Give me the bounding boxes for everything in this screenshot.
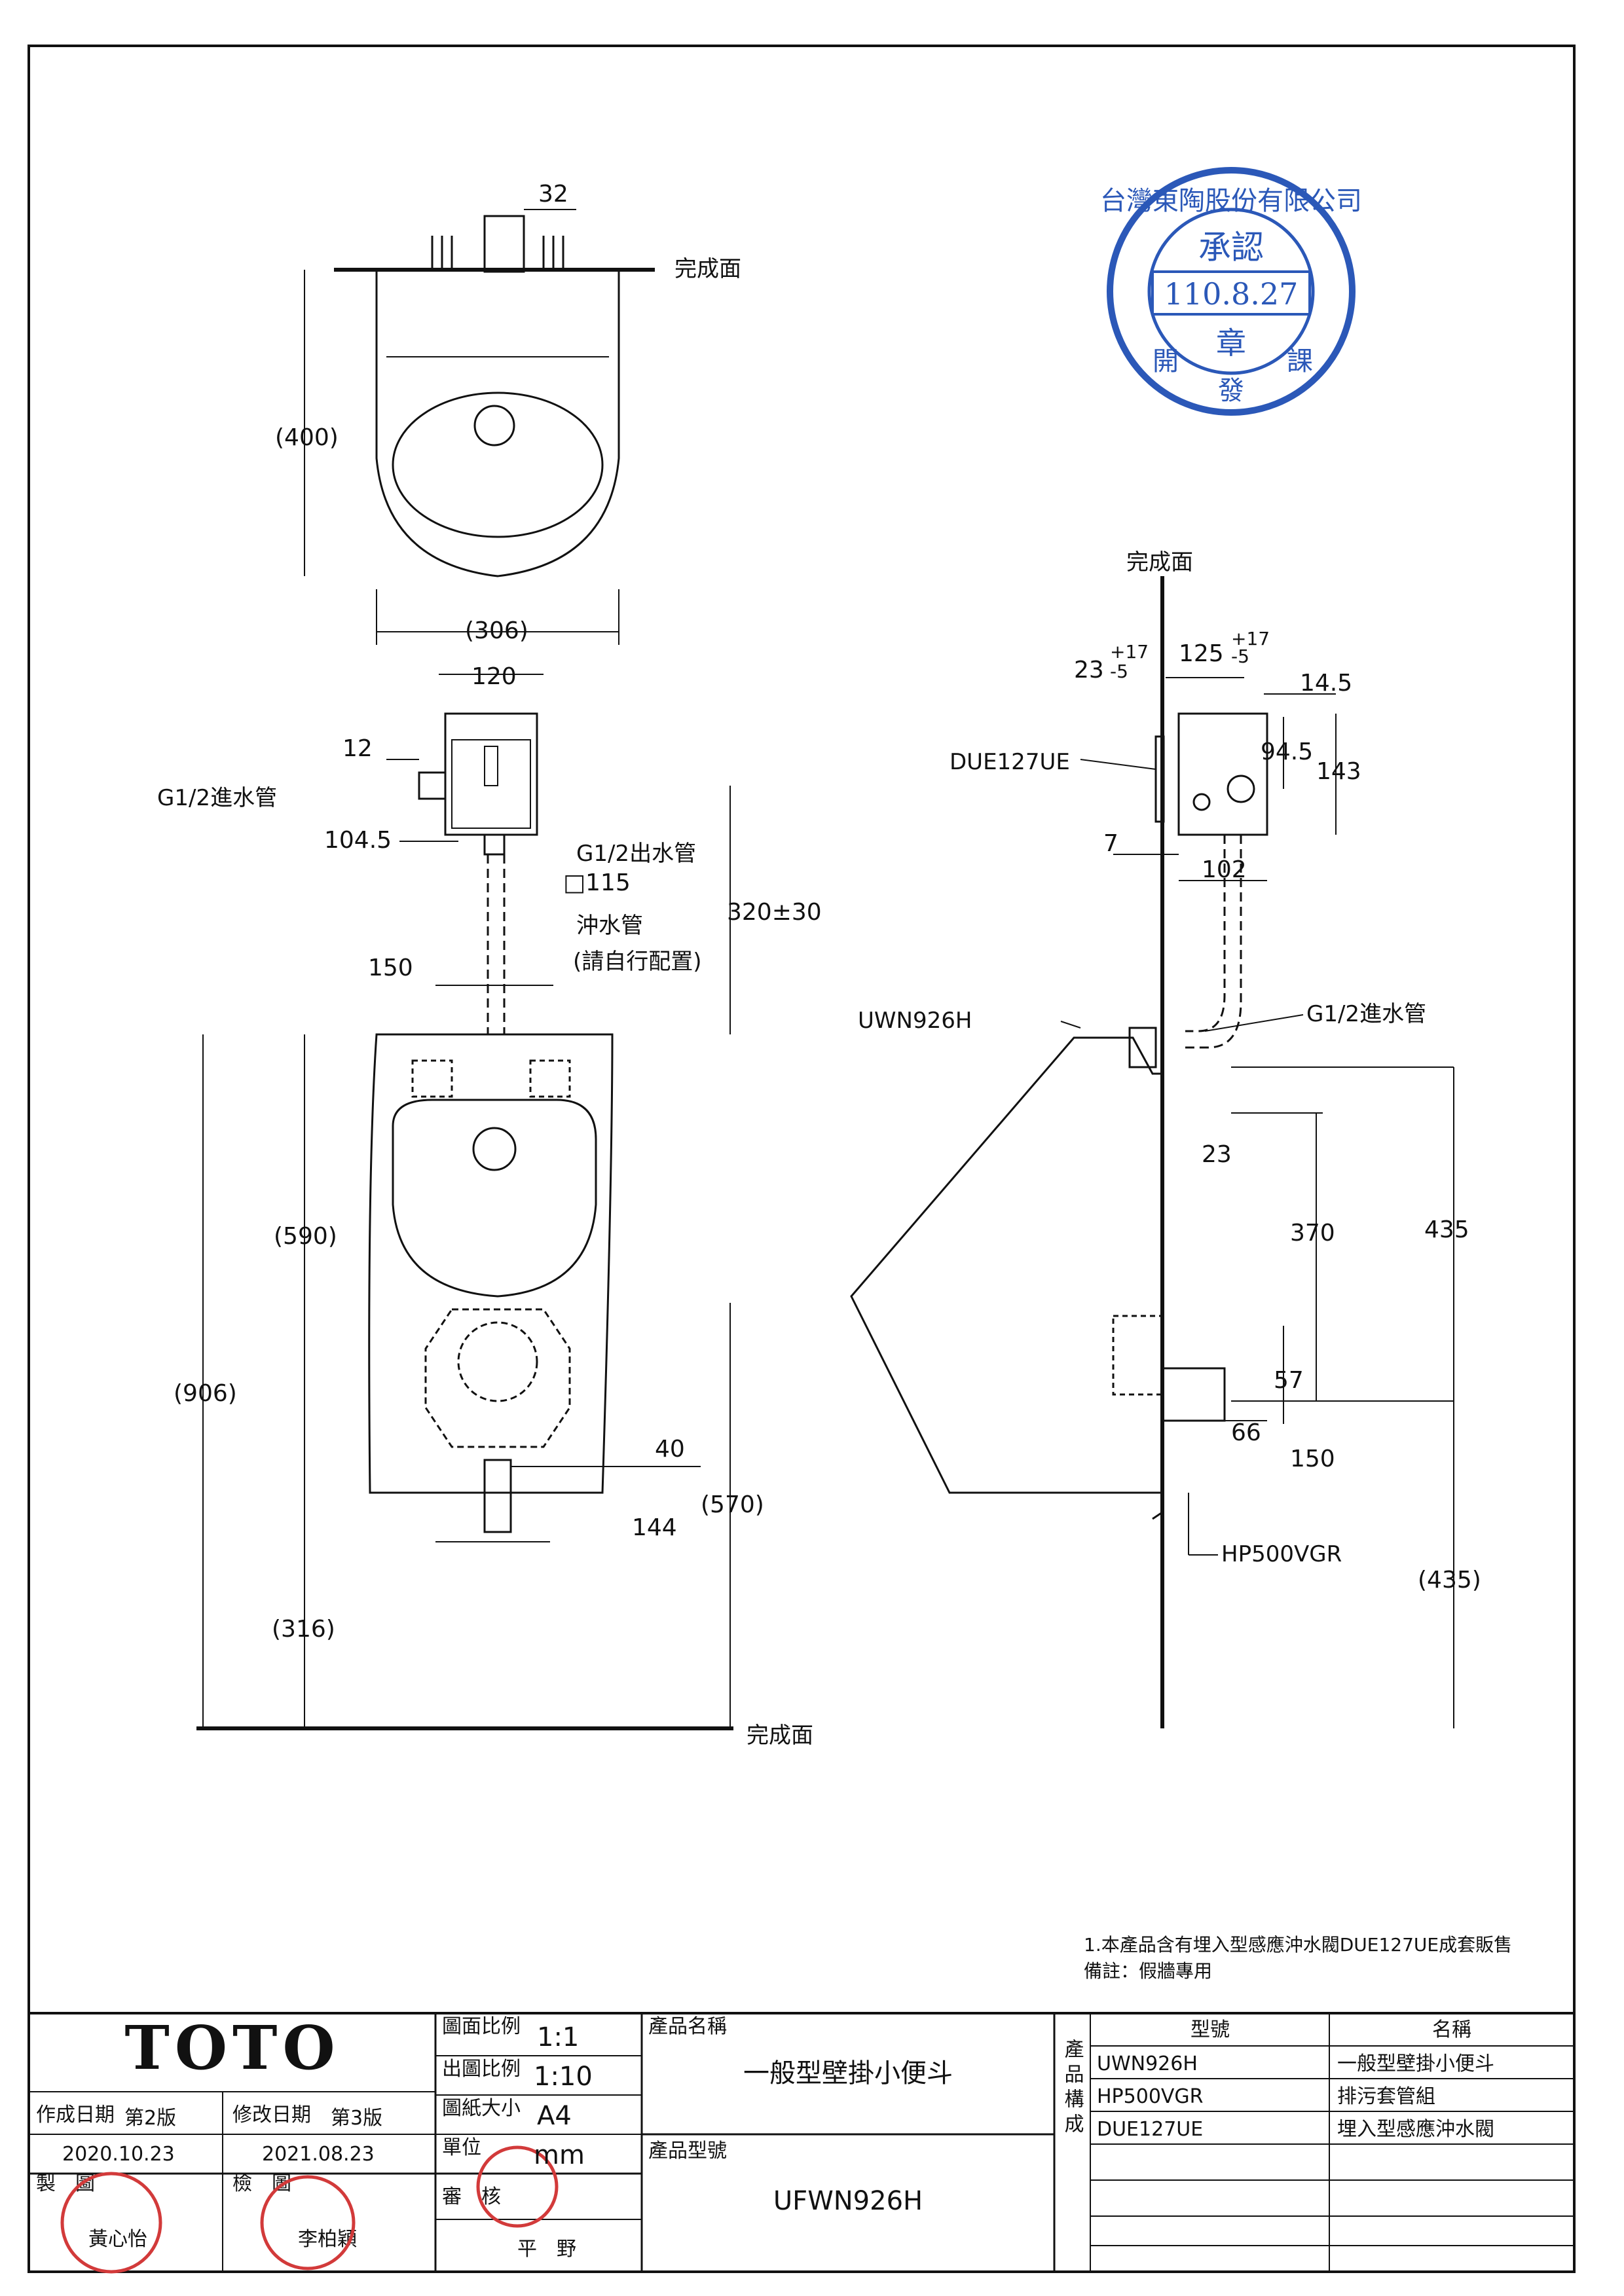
dim-side-57: 57 xyxy=(1274,1367,1304,1394)
product-model-label: 產品型號 xyxy=(648,2140,727,2162)
stamp-bottom: 發 xyxy=(1218,376,1244,406)
label-model-valve-side: DUE127UE xyxy=(950,749,1070,775)
scale-label: 圖面比例 xyxy=(442,2015,521,2038)
unit-label: 單位 xyxy=(442,2136,481,2159)
paper-label: 圖紙大小 xyxy=(442,2097,521,2120)
note-line-1: 1.本產品含有埋入型感應沖水閥DUE127UE成套販售 xyxy=(1084,1934,1512,1956)
dim-side-box-depth: 125 xyxy=(1179,640,1224,667)
dim-bracket-spacing: 150 xyxy=(368,955,413,981)
dim-side-box-height: 143 xyxy=(1316,758,1361,785)
dim-side-inlet-height: 94.5 xyxy=(1261,738,1313,765)
dim-total-height: (906) xyxy=(174,1380,237,1407)
dim-side-66: 66 xyxy=(1231,1419,1261,1446)
paper-value: A4 xyxy=(537,2101,572,2131)
component-model: UWN926H xyxy=(1097,2052,1198,2075)
created-version: 第2版 xyxy=(124,2107,176,2130)
scale-value: 1:1 xyxy=(537,2022,579,2052)
dim-side-wall-tol-plus: +17 xyxy=(1110,641,1149,663)
product-name-label: 產品名稱 xyxy=(648,2015,727,2038)
dim-pipe-height: 320±30 xyxy=(727,899,822,926)
revised-version: 第3版 xyxy=(331,2107,382,2130)
dim-valve-width: 120 xyxy=(471,663,517,690)
note-line-2: 備註：假牆專用 xyxy=(1084,1960,1212,1982)
front-view xyxy=(196,674,733,1730)
created-label: 作成日期 xyxy=(36,2104,115,2126)
unit-value: mm xyxy=(534,2140,585,2170)
stamp-chapter: 章 xyxy=(1216,325,1246,361)
dim-side-wall-offset: 23 xyxy=(1074,657,1104,683)
label-finished-surface-floor: 完成面 xyxy=(747,1722,813,1749)
dim-top-length: (306) xyxy=(465,617,528,644)
stamp-company: 台灣東陶股份有限公司 xyxy=(1100,186,1362,216)
signature-seals xyxy=(60,2145,559,2274)
label-model-urinal-side: UWN926H xyxy=(858,1008,972,1034)
dim-floor-gap: (316) xyxy=(272,1616,335,1643)
top-view xyxy=(304,209,655,645)
dim-top-depth: (400) xyxy=(275,424,339,451)
product-name: 一般型壁掛小便斗 xyxy=(743,2058,953,2088)
page-border xyxy=(28,45,1576,2273)
dim-pipe-square: □115 xyxy=(563,869,631,896)
dim-side-box-bottom: 102 xyxy=(1202,856,1247,883)
dim-side-150: 150 xyxy=(1290,1446,1335,1472)
dim-bowl-height: (590) xyxy=(274,1223,337,1250)
dim-side-435: 435 xyxy=(1424,1216,1469,1243)
drawn-label: 製 圖 xyxy=(36,2172,95,2195)
dim-bottom-width: 144 xyxy=(632,1514,677,1541)
label-flush-pipe: 沖水管 xyxy=(576,913,643,939)
dim-outlet-height: (570) xyxy=(701,1491,764,1518)
label-finished-surface-side: 完成面 xyxy=(1126,549,1193,575)
component-model: HP500VGR xyxy=(1097,2085,1204,2108)
print-scale-label: 出圖比例 xyxy=(442,2058,521,2081)
label-inlet-pipe-front: G1/2進水管 xyxy=(157,785,277,811)
side-view xyxy=(850,576,1454,1728)
revised-date: 2021.08.23 xyxy=(262,2143,375,2166)
component-name: 埋入型感應沖水閥 xyxy=(1337,2118,1494,2141)
label-finished-surface-top: 完成面 xyxy=(674,256,741,282)
dim-side-370: 370 xyxy=(1290,1220,1335,1247)
dim-inlet-offset: 12 xyxy=(342,735,373,762)
dim-valve-depth: 104.5 xyxy=(324,827,392,854)
name-header: 名稱 xyxy=(1432,2018,1471,2041)
revised-label: 修改日期 xyxy=(232,2104,311,2126)
title-block xyxy=(29,2012,1574,2272)
dim-side-inlet-offset: 14.5 xyxy=(1300,670,1352,697)
component-model: DUE127UE xyxy=(1097,2118,1203,2141)
model-header: 型號 xyxy=(1190,2018,1230,2041)
dim-side-plate: 7 xyxy=(1103,830,1118,857)
label-outlet-pipe: G1/2出水管 xyxy=(576,841,696,867)
label-self-config: (請自行配置) xyxy=(573,949,702,975)
component-name: 排污套管組 xyxy=(1337,2085,1435,2108)
dim-side-box-tol-minus: -5 xyxy=(1231,646,1249,667)
stamp-left: 開 xyxy=(1153,346,1179,376)
reviewed-by: 平 野 xyxy=(517,2238,576,2261)
reviewed-label: 審 核 xyxy=(442,2185,501,2208)
stamp-approve: 承認 xyxy=(1198,228,1264,266)
dim-side-floor: (435) xyxy=(1418,1567,1481,1594)
dim-side-wall-tol-minus: -5 xyxy=(1110,661,1128,682)
dim-side-box-tol-plus: +17 xyxy=(1231,628,1270,649)
drawn-by: 黃心怡 xyxy=(88,2228,147,2251)
dim-outlet-width: 40 xyxy=(655,1436,685,1463)
print-scale-value: 1:10 xyxy=(534,2062,593,2092)
created-date: 2020.10.23 xyxy=(62,2143,175,2166)
label-inlet-pipe-side: G1/2進水管 xyxy=(1306,1001,1426,1027)
composition-label: 產品構成 xyxy=(1061,2039,1084,2138)
dim-side-bracket: 23 xyxy=(1202,1141,1232,1168)
stamp-date: 110.8.27 xyxy=(1164,276,1299,312)
label-model-trap-side: HP500VGR xyxy=(1221,1541,1342,1567)
product-model: UFWN926H xyxy=(773,2186,923,2216)
approval-stamp: 台灣東陶股份有限公司 承認 110.8.27 章 開 課 發 xyxy=(1100,167,1362,416)
stamp-right: 課 xyxy=(1287,346,1313,376)
component-name: 一般型壁掛小便斗 xyxy=(1337,2052,1494,2075)
brand-logo: TOTO xyxy=(124,2013,340,2083)
dim-top-width: 32 xyxy=(538,181,568,208)
